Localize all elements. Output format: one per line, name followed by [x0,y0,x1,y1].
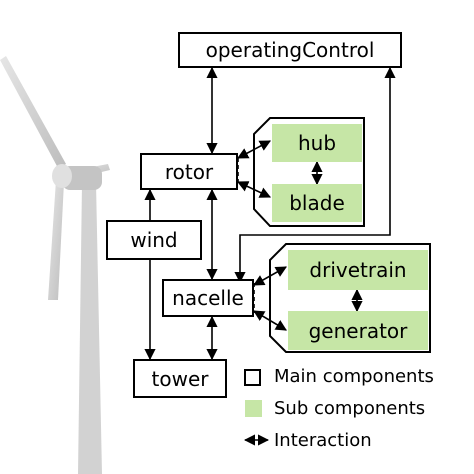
hub-box: hub [272,124,362,162]
turbine-hub-shape [52,164,72,188]
decomposition-markers [237,158,255,313]
legend-graphics [243,369,270,446]
nacelle-box: nacelle [162,279,254,317]
group-outlines [253,117,431,353]
legend-sub-swatch [245,400,262,417]
rotor-box: rotor [140,153,238,190]
turbine-blade-upper [0,56,66,168]
drivetrain-box: drivetrain [288,250,428,290]
legend-interaction-label: Interaction [274,430,372,451]
legend-main-swatch [244,369,261,386]
turbine-tower-shape [78,183,102,474]
blade-box: blade [272,184,362,222]
legend-sub-label: Sub components [274,398,426,419]
wind-box: wind [106,220,202,260]
edge-control-nacelle [234,66,396,284]
turbine-nacelle-shape [62,166,102,190]
turbine-blade-lower [48,180,64,300]
operating-control-box: operatingControl [178,32,402,68]
wind-turbine-illustration [0,56,110,474]
legend-main-label: Main components [274,366,434,387]
generator-box: generator [288,311,428,350]
nacelle-subgroup-frame [269,243,431,353]
tower-box: tower [133,359,227,398]
rotor-subgroup-frame [253,117,365,227]
